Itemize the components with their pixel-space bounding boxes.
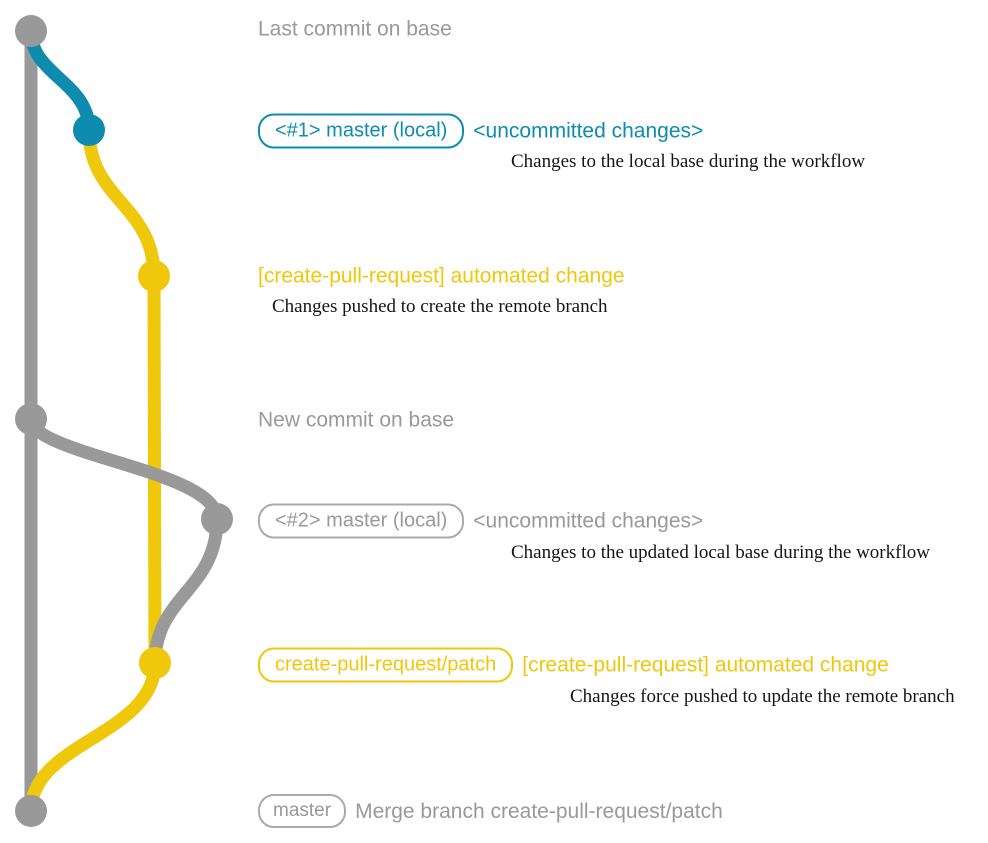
commit-description: Changes pushed to create the remote bran… — [272, 296, 608, 317]
row-merge-branch: master Merge branch create-pull-request/… — [258, 794, 723, 828]
commit-headline: <uncommitted changes> — [473, 119, 704, 143]
node-local-2 — [201, 503, 233, 535]
commit-headline: <uncommitted changes> — [473, 509, 704, 533]
node-local-1 — [73, 114, 105, 146]
commit-headline: New commit on base — [258, 408, 455, 432]
commit-headline: Last commit on base — [258, 17, 452, 41]
row-last-commit-on-base: Last commit on base — [258, 19, 452, 40]
edge-base-to-local-1 — [24, 24, 96, 137]
node-base-merge — [15, 795, 47, 827]
commit-headline: [create-pull-request] automated change — [258, 264, 625, 288]
commit-description: Changes to the updated local base during… — [511, 542, 930, 563]
commit-description: Changes to the local base during the wor… — [511, 151, 866, 172]
edge-local-1-to-remote-create — [82, 123, 161, 283]
branch-badge-master-local-2[interactable]: <#2> master (local) — [258, 503, 465, 539]
commit-graph — [15, 15, 233, 827]
branch-badge-master-local-1[interactable]: <#1> master (local) — [258, 113, 465, 149]
branch-badge-master[interactable]: master — [258, 794, 347, 828]
node-remote-force — [139, 647, 171, 679]
commit-description: Changes force pushed to update the remot… — [570, 686, 955, 707]
edge-base-new-to-local-2 — [24, 412, 224, 526]
row-automated-change-create: [create-pull-request] automated change — [258, 266, 625, 287]
row-local-uncommitted-1: <#1> master (local) <uncommitted changes… — [258, 113, 704, 149]
row-new-commit-on-base: New commit on base — [258, 410, 454, 431]
row-local-uncommitted-2: <#2> master (local) <uncommitted changes… — [258, 503, 704, 539]
commit-headline: Merge branch create-pull-request/patch — [355, 799, 723, 823]
node-base-last — [15, 15, 47, 47]
node-base-new — [15, 403, 47, 435]
edge-remote-force-to-base-merge — [24, 656, 162, 818]
commit-headline: [create-pull-request] automated change — [522, 653, 889, 677]
edge-local-2-to-remote-force — [148, 512, 224, 670]
row-automated-change-force: create-pull-request/patch [create-pull-r… — [258, 647, 889, 683]
node-remote-create — [138, 260, 170, 292]
branch-badge-create-pull-request-patch[interactable]: create-pull-request/patch — [258, 647, 514, 683]
